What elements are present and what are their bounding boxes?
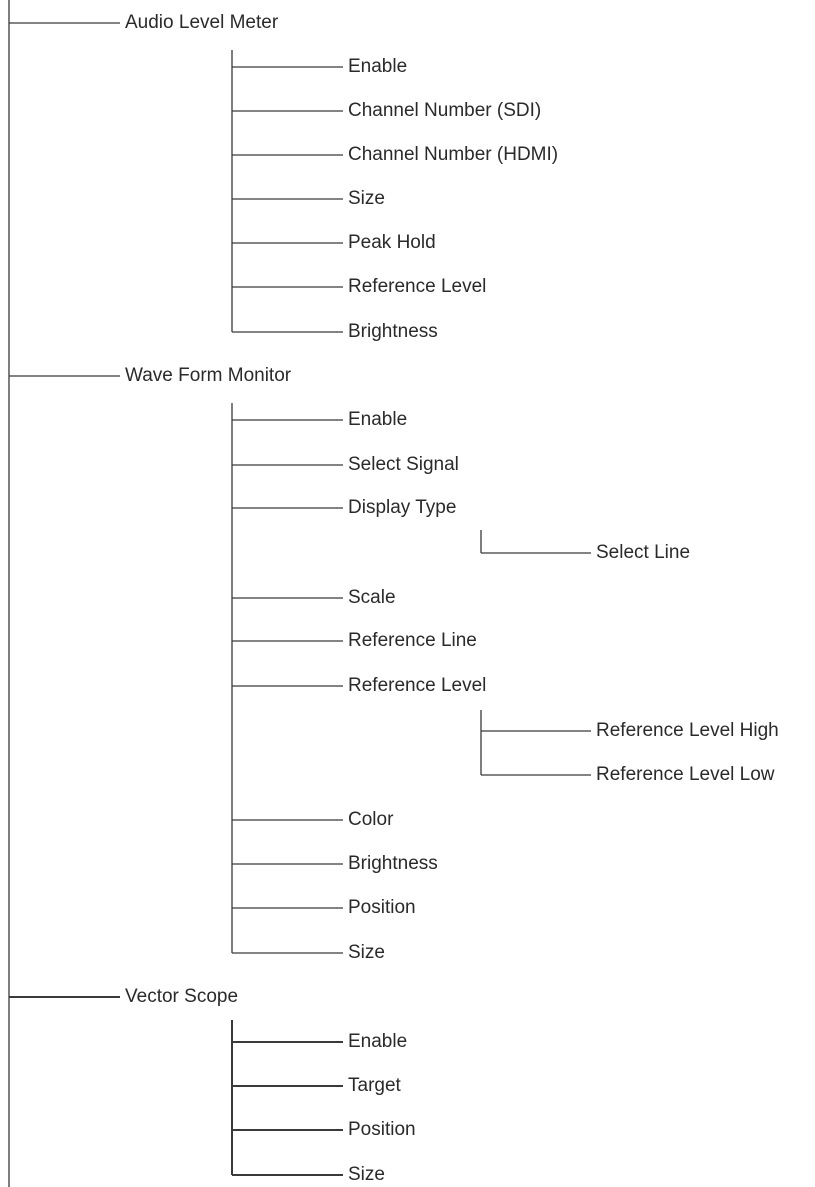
node-alm-channel-number-sdi: Channel Number (SDI) bbox=[348, 100, 542, 121]
node-vs-size: Size bbox=[348, 1164, 385, 1185]
node-vs-target: Target bbox=[348, 1075, 401, 1096]
node-wfm-display-type: Display Type bbox=[348, 497, 457, 518]
node-audio-level-meter: Audio Level Meter bbox=[125, 12, 279, 33]
node-vector-scope: Vector Scope bbox=[125, 986, 239, 1007]
node-alm-enable: Enable bbox=[348, 56, 408, 77]
node-wfm-select-signal: Select Signal bbox=[348, 454, 459, 475]
node-wfm-enable: Enable bbox=[348, 409, 408, 430]
node-wfm-reference-level-high: Reference Level High bbox=[596, 720, 779, 741]
node-wave-form-monitor: Wave Form Monitor bbox=[125, 365, 292, 386]
node-wfm-brightness: Brightness bbox=[348, 853, 438, 874]
node-wfm-size: Size bbox=[348, 942, 385, 963]
node-wfm-color: Color bbox=[348, 809, 394, 830]
node-vs-enable: Enable bbox=[348, 1031, 408, 1052]
node-alm-reference-level: Reference Level bbox=[348, 276, 487, 297]
node-wfm-scale: Scale bbox=[348, 587, 396, 608]
node-wfm-reference-level: Reference Level bbox=[348, 675, 487, 696]
node-wfm-select-line: Select Line bbox=[596, 542, 691, 563]
node-wfm-reference-level-low: Reference Level Low bbox=[596, 764, 775, 785]
node-vs-position: Position bbox=[348, 1119, 416, 1140]
node-alm-size: Size bbox=[348, 188, 385, 209]
node-wfm-reference-line: Reference Line bbox=[348, 630, 477, 651]
node-wfm-position: Position bbox=[348, 897, 416, 918]
node-alm-channel-number-hdmi: Channel Number (HDMI) bbox=[348, 144, 559, 165]
node-alm-peak-hold: Peak Hold bbox=[348, 232, 436, 253]
node-alm-brightness: Brightness bbox=[348, 321, 438, 342]
